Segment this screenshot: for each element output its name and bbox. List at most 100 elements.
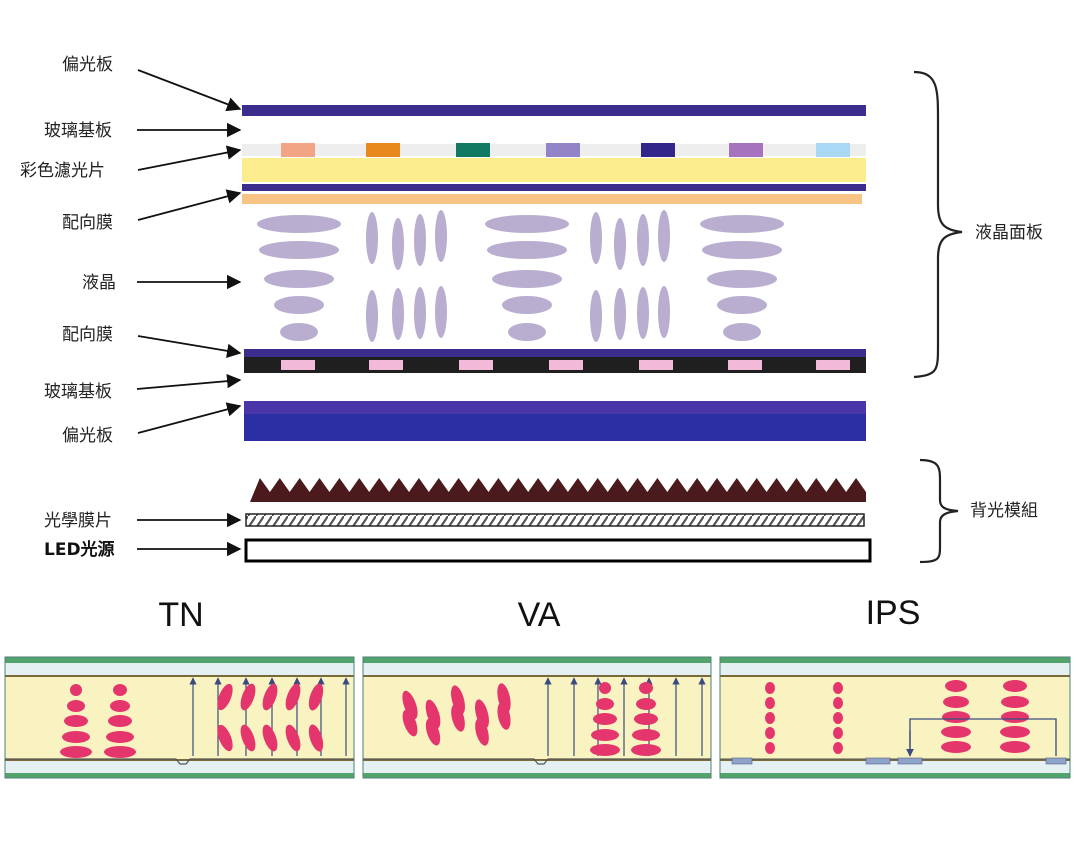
lc-molecule	[425, 718, 441, 746]
ips-electrode	[1045, 757, 1067, 765]
alignment-line-bottom	[720, 759, 1070, 761]
brace-lcd-panel	[913, 70, 963, 379]
lc-molecule	[765, 682, 775, 694]
lc-molecule	[945, 680, 967, 692]
lc-molecule	[240, 724, 256, 752]
panel-frame	[362, 656, 712, 779]
prism-film	[250, 478, 866, 502]
label-lcd-panel: 液晶面板	[975, 223, 1043, 243]
color-filter-swatch	[729, 143, 763, 157]
color-filter-layer	[242, 143, 866, 182]
alignment-line-bottom	[5, 759, 354, 761]
liquid-crystal-molecule	[366, 212, 378, 264]
liquid-crystal-molecule	[658, 210, 670, 262]
panel-va	[362, 656, 712, 779]
color-filter-swatch	[641, 143, 675, 157]
liquid-crystal-molecule	[637, 287, 649, 339]
color-filter-swatch	[456, 143, 490, 157]
liquid-crystal-molecule	[590, 212, 602, 264]
lc-molecule	[765, 712, 775, 724]
label-alignment-top: 配向膜	[62, 213, 113, 233]
arrow-alignment-top	[137, 189, 242, 221]
arrow-polarizer-bottom	[137, 402, 242, 434]
lc-molecule	[631, 744, 661, 756]
lc-molecule	[1001, 711, 1029, 723]
liquid-crystal-molecule	[264, 270, 334, 288]
lc-molecule	[64, 715, 88, 727]
label-alignment-bottom: 配向膜	[62, 325, 113, 345]
alignment-line-bottom	[363, 759, 711, 761]
mode-title-tn: TN	[158, 596, 203, 634]
lc-molecule	[599, 682, 611, 694]
glass-layer-top	[5, 657, 354, 663]
glass-layer-bottom	[5, 773, 354, 778]
lc-molecule	[833, 697, 843, 709]
alignment-line-top	[5, 675, 354, 677]
lc-molecule	[941, 741, 971, 753]
lc-molecule	[60, 746, 92, 758]
liquid-crystal-molecule	[658, 286, 670, 338]
label-polarizer-bottom: 偏光板	[62, 426, 113, 446]
glass-substrate-bottom	[363, 761, 711, 773]
polarizer-top-layer	[242, 105, 866, 116]
liquid-crystal-molecule	[392, 218, 404, 270]
lc-molecule	[590, 744, 620, 756]
brace-backlight-module	[919, 458, 959, 564]
label-liquid-crystal: 液晶	[82, 273, 116, 293]
alignment-line-top	[363, 675, 711, 677]
lc-molecule	[402, 709, 418, 737]
color-filter-swatch	[281, 143, 315, 157]
lc-molecule	[108, 715, 132, 727]
liquid-crystal-molecule	[366, 290, 378, 342]
electrode-line	[363, 758, 711, 765]
liquid-crystal-molecule	[392, 288, 404, 340]
electrode-line	[5, 758, 354, 765]
lc-molecule	[941, 726, 971, 738]
lc-molecule	[765, 727, 775, 739]
liquid-crystal-molecule	[280, 323, 318, 341]
alignment-film-top	[242, 184, 866, 191]
lc-molecule	[217, 724, 233, 752]
label-glass-bottom: 玻璃基板	[44, 382, 112, 402]
panel-frame	[4, 656, 355, 779]
alignment-film-bottom	[244, 349, 866, 373]
ips-electrode	[731, 757, 753, 765]
lc-molecule	[833, 682, 843, 694]
color-filter-swatches	[281, 143, 850, 157]
led-light-source	[244, 538, 872, 563]
arrow-color-filter	[137, 145, 242, 171]
mode-title-va: VA	[518, 596, 561, 634]
label-glass-top: 玻璃基板	[44, 121, 112, 141]
glass-substrate-top	[5, 663, 354, 675]
liquid-crystal-molecule	[435, 286, 447, 338]
tft-electrode	[369, 360, 403, 370]
label-backlight-module: 背光模組	[970, 501, 1038, 521]
tft-electrode	[459, 360, 493, 370]
arrow-glass-bottom	[136, 373, 242, 390]
glass-substrate-bottom	[5, 761, 354, 773]
ips-electrode	[865, 757, 891, 765]
liquid-crystal-molecule	[717, 296, 767, 314]
lc-molecule	[833, 712, 843, 724]
mode-title-ips: IPS	[866, 594, 921, 632]
liquid-crystal-molecule	[485, 215, 569, 233]
lc-molecule	[943, 696, 969, 708]
lc-molecule	[104, 746, 136, 758]
lc-molecule	[636, 698, 656, 710]
liquid-crystal-molecule	[414, 214, 426, 266]
lc-molecule	[765, 697, 775, 709]
tft-electrode	[549, 360, 583, 370]
glass-layer-top	[363, 657, 711, 663]
liquid-crystal-molecule	[700, 215, 784, 233]
lc-molecule	[113, 684, 127, 696]
label-optical-film: 光學膜片	[44, 511, 112, 531]
lc-molecule	[62, 731, 90, 743]
lc-molecule	[308, 683, 324, 711]
liquid-crystal-molecule	[707, 270, 777, 288]
tft-electrode	[639, 360, 673, 370]
polarizer-bottom-layer	[244, 401, 866, 441]
panel-frame	[719, 656, 1071, 779]
tft-electrode	[728, 360, 762, 370]
lc-molecule	[1001, 696, 1029, 708]
